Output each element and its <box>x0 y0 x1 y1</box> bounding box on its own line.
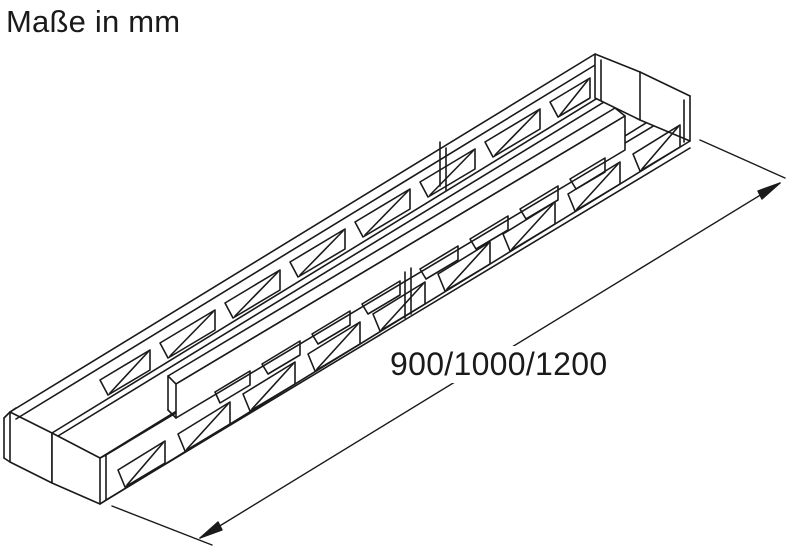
back-rail-top <box>9 53 596 413</box>
back-rail-lattice <box>99 77 591 396</box>
extension-line-right <box>699 139 786 179</box>
drawer-insert-body <box>3 53 691 505</box>
front-end-panel-right <box>51 432 101 505</box>
back-rail-top-inner <box>15 61 601 420</box>
front-rail-bottom-inner <box>105 147 691 501</box>
center-divider-end <box>167 409 177 419</box>
divider-lattice <box>214 157 606 404</box>
extension-line-left <box>111 505 213 546</box>
center-divider-bar <box>167 107 626 385</box>
units-title: Maße in mm <box>6 4 181 39</box>
front-end-panel-left <box>9 411 53 484</box>
back-rail-bottom-inner <box>57 79 641 437</box>
center-divider-side <box>175 115 626 419</box>
arrowhead-right <box>757 182 781 200</box>
front-end-edge <box>3 457 11 463</box>
arrowhead-left <box>199 521 223 539</box>
back-rail-bottom <box>51 71 641 434</box>
dimension-line-group <box>111 139 786 546</box>
front-end-edge <box>3 411 11 419</box>
length-dimension-label: 900/1000/1200 <box>386 346 612 383</box>
